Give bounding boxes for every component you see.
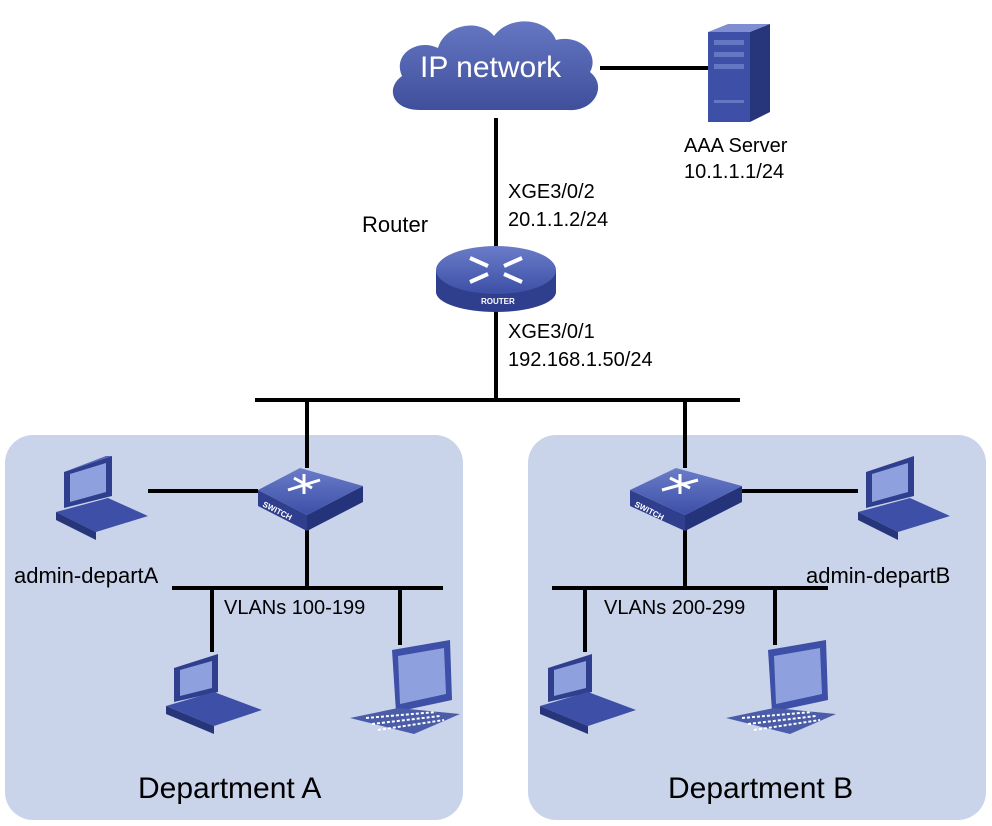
department-b-area	[528, 435, 986, 820]
department-a-title: Department A	[138, 772, 321, 805]
vlans-a-label: VLANs 100-199	[224, 597, 365, 619]
switch-a-icon: SWITCH	[258, 468, 363, 531]
department-b-title: Department B	[668, 772, 853, 805]
dept-a-pc-icon	[166, 654, 262, 734]
admin-departB-label: admin-departB	[806, 563, 950, 588]
admin-a-pc-icon	[56, 456, 148, 540]
dept-b-pc-icon	[540, 654, 636, 734]
downlink-port-label: XGE3/0/1	[508, 321, 595, 343]
switch-b-icon: SWITCH	[630, 468, 742, 531]
router-icon: ROUTER	[436, 246, 556, 312]
cloud-label: IP network	[420, 51, 562, 84]
router-badge: ROUTER	[481, 297, 515, 306]
dept-a-laptop-icon	[350, 640, 460, 734]
admin-b-pc-icon	[858, 456, 950, 540]
uplink-ip-label: 20.1.1.2/24	[508, 209, 608, 231]
server-name: AAA Server	[684, 135, 788, 157]
ip-network-cloud: IP network	[392, 21, 599, 111]
department-a-area	[5, 435, 463, 820]
downlink-ip-label: 192.168.1.50/24	[508, 349, 653, 371]
network-links	[148, 66, 858, 652]
server-ip: 10.1.1.1/24	[684, 161, 784, 183]
aaa-server-icon	[708, 24, 770, 122]
admin-departA-label: admin-departA	[14, 563, 159, 588]
uplink-port-label: XGE3/0/2	[508, 181, 595, 203]
router-label: Router	[362, 212, 428, 237]
vlans-b-label: VLANs 200-299	[604, 597, 745, 619]
dept-b-laptop-icon	[726, 640, 836, 734]
